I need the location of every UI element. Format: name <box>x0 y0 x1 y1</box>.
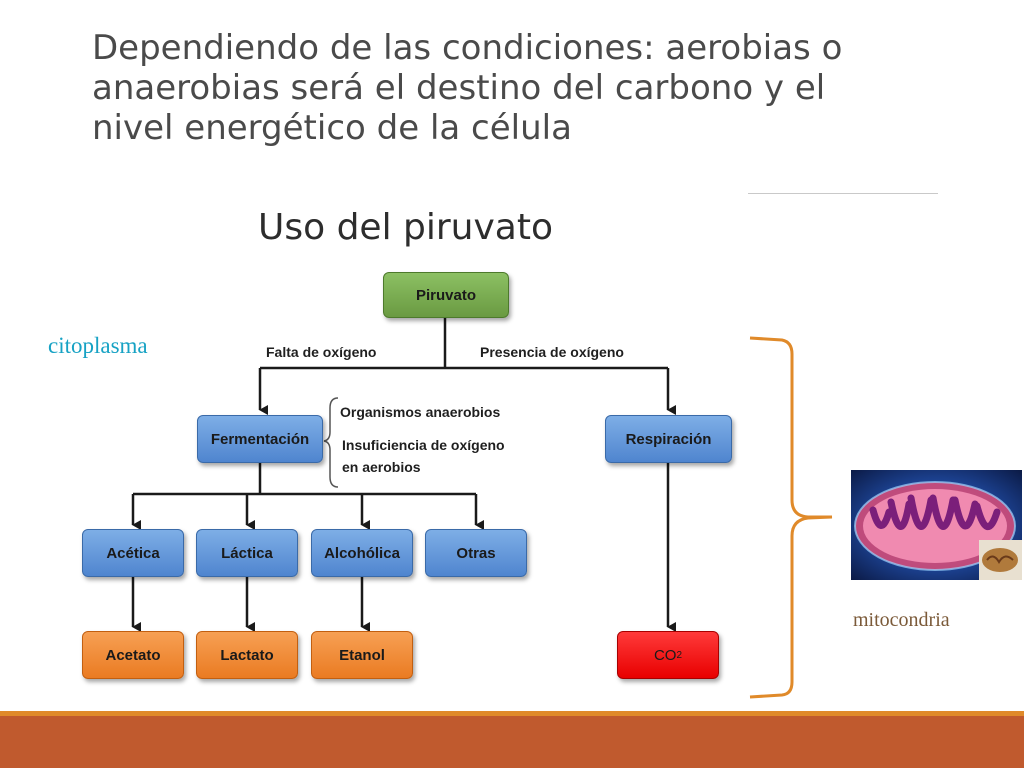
node-etanol: Etanol <box>311 631 413 679</box>
mitochondria-bracket <box>749 336 833 699</box>
node-respiracion: Respiración <box>605 415 732 463</box>
co2-subscript: 2 <box>676 649 683 661</box>
node-otras: Otras <box>425 529 527 577</box>
note-in-aerobes: en aerobios <box>342 459 421 475</box>
slide-title-line-1: Dependiendo de las condiciones: aerobias… <box>92 28 843 68</box>
edge-label-oxygen: Presencia de oxígeno <box>480 344 624 360</box>
note-brace <box>323 397 339 488</box>
node-fermentacion: Fermentación <box>197 415 323 463</box>
node-lactica: Láctica <box>196 529 298 577</box>
diagram-title: Uso del piruvato <box>258 207 553 248</box>
node-piruvato: Piruvato <box>383 272 509 318</box>
slide-title-line-3: nivel energético de la célula <box>92 108 572 148</box>
mitochondria-illustration <box>854 481 1022 580</box>
title-divider <box>748 193 938 194</box>
node-alcoholica: Alcohólica <box>311 529 413 577</box>
mitocondria-label: mitocondria <box>853 609 950 631</box>
slide-title-line-2: anaerobias será el destino del carbono y… <box>92 68 826 108</box>
footer-bar <box>0 716 1024 768</box>
note-anaerobic-organisms: Organismos anaerobios <box>340 404 501 420</box>
co2-label: CO <box>653 646 677 664</box>
node-acetica: Acética <box>82 529 184 577</box>
node-acetato: Acetato <box>82 631 184 679</box>
mitochondria-image <box>851 470 1022 580</box>
slide-title: Dependiendo de las condiciones: aerobias… <box>92 28 892 148</box>
footer-accent-line <box>0 711 1024 716</box>
citoplasma-label: citoplasma <box>48 333 148 358</box>
note-oxygen-insufficiency: Insuficiencia de oxígeno <box>342 437 505 453</box>
node-lactato: Lactato <box>196 631 298 679</box>
edge-label-no-oxygen: Falta de oxígeno <box>266 344 377 360</box>
